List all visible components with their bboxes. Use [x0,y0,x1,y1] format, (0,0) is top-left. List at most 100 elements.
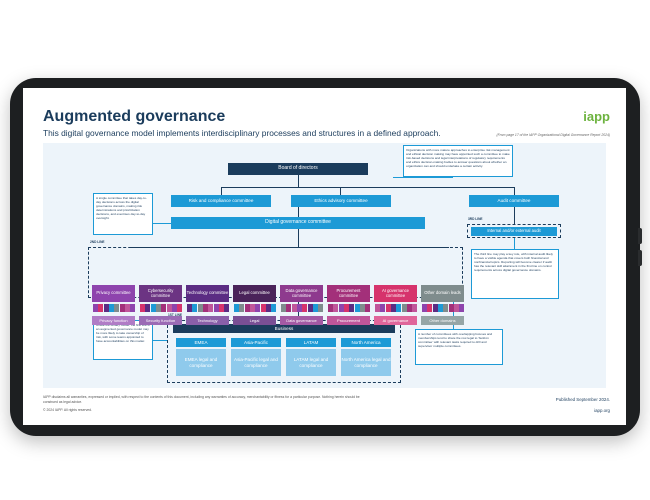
member-square [202,304,208,312]
member-square [427,304,433,312]
member-square [453,304,459,312]
member-square [114,304,120,312]
member-square [130,304,136,312]
side-button [638,250,642,266]
member-square [328,304,333,312]
regional-legal-box: EMEA legal and compliance [176,349,226,376]
member-square [390,304,396,312]
committee-box: Privacy committee [92,285,135,302]
member-square [155,304,161,312]
region-box: Asia-Pacific [231,338,281,347]
member-square [448,304,454,312]
member-square [103,304,109,312]
committee-box: AI governance committee [374,285,417,302]
left-bottom-note: Unlike the unitary model, the first line… [93,320,153,360]
member-square [249,304,255,312]
member-square [224,304,230,312]
member-square [437,304,443,312]
member-square [150,304,156,312]
first-line-label: 1ST LINE [168,313,182,317]
page-subtitle: This digital governance model implements… [43,128,441,138]
member-square [239,304,245,312]
region-box: North America [341,338,391,347]
member-square [93,304,98,312]
member-square [302,304,308,312]
member-square [119,304,125,312]
member-square [396,304,402,312]
copyright: © 2024 IAPP. All rights reserved. [43,408,92,412]
source-note: (From page 17 of the IAPP Organizational… [496,133,610,137]
member-square [307,304,313,312]
member-square [291,304,297,312]
member-square [401,304,407,312]
domain-box: Data governance [280,316,323,325]
side-button [638,228,642,244]
right-mid-note: The third line may play a key role, with… [471,249,559,299]
member-square [365,304,371,312]
member-square [218,304,224,312]
member-square [349,304,355,312]
member-square [145,304,151,312]
domain-box: Other domains [421,316,464,325]
member-square [338,304,344,312]
member-square [161,304,167,312]
region-box: LATAM [286,338,336,347]
member-square [140,304,145,312]
digital-governance-committee-box: Digital governance committee [171,217,425,229]
member-square [208,304,214,312]
iapp-logo: iapp [583,109,610,124]
domain-box: Procurement [327,316,370,325]
left-top-note: A single committee that takes day-to-day… [93,193,153,235]
member-square [171,304,177,312]
member-square [213,304,219,312]
top-right-note: Organizations with more mature approache… [403,145,513,177]
member-square [380,304,386,312]
domain-box: AI governance [374,316,417,325]
member-square [333,304,339,312]
risk-compliance-committee-box: Risk and compliance committee [171,195,271,207]
committee-box: Other domain leads [421,285,464,302]
ethics-advisory-committee-box: Ethics advisory committee [291,195,391,207]
member-square [265,304,271,312]
board-of-directors-box: Board of directors [228,163,368,175]
member-square [443,304,449,312]
member-square [108,304,114,312]
committee-box: Data governance committee [280,285,323,302]
business-box: Business [173,324,395,333]
published-date: Published September 2024. [555,397,610,402]
internal-external-audit-box: Internal and/or external audit [471,227,557,236]
member-square [432,304,438,312]
member-square [187,304,192,312]
member-square [271,304,277,312]
member-square [98,304,104,312]
governance-diagram: Board of directors Risk and compliance c… [43,143,606,388]
domain-box: Technology [186,316,229,325]
committee-box: Legal committee [233,285,276,302]
member-square [197,304,203,312]
member-square [406,304,412,312]
third-line-region [467,224,561,238]
member-square [166,304,172,312]
domain-box: Security function [139,316,182,325]
member-square [281,304,286,312]
member-square [459,304,465,312]
tablet-screen: Augmented governance This digital govern… [23,88,626,425]
third-line-label: 3RD LINE [468,217,483,221]
page-title: Augmented governance [43,108,226,125]
member-square [318,304,324,312]
committee-box: Cybersecurity committee [139,285,182,302]
member-square [312,304,318,312]
member-square [354,304,360,312]
member-square [422,304,427,312]
member-square [234,304,239,312]
member-square [244,304,250,312]
member-square [124,304,130,312]
member-square [286,304,292,312]
domain-box: Privacy function [92,316,135,325]
right-bottom-note: A number of committees with overlapping … [415,329,503,365]
region-box: EMEA [176,338,226,347]
regional-legal-box: LATAM legal and compliance [286,349,336,376]
member-square [412,304,418,312]
member-square [343,304,349,312]
regional-legal-box: Asia-Pacific legal and compliance [231,349,281,376]
